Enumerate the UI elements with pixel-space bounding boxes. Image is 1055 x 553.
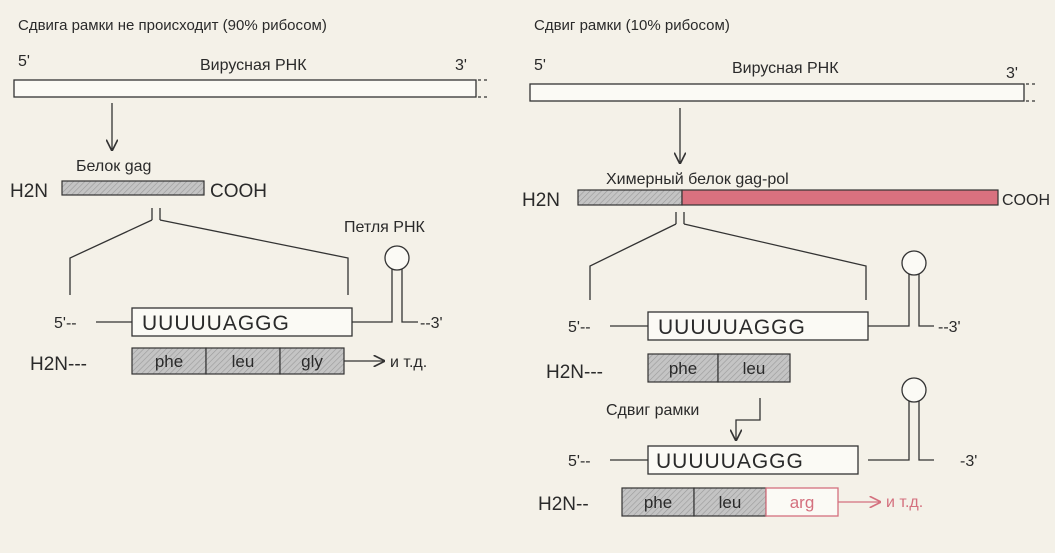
right-sequence2: UUUUUAGGG <box>656 450 804 473</box>
right-rna-loop-2 <box>868 377 934 461</box>
left-title: Сдвига рамки не происходит (90% рибосом) <box>18 17 327 34</box>
right-shifted-aa-label: arg <box>790 493 815 512</box>
frameshift-label: Сдвиг рамки <box>606 402 699 419</box>
right-aa2-box <box>621 487 695 517</box>
left-aa-label: leu <box>232 352 255 371</box>
left-viral-rna-bar <box>13 79 477 98</box>
right-rna-3prime: 3' <box>1006 65 1018 82</box>
right-pep-h2n: H2N--- <box>546 362 603 383</box>
left-sequence: UUUUUAGGG <box>142 312 290 335</box>
right-seq-3prime: --3' <box>938 319 961 336</box>
right-pol-segment <box>681 189 999 206</box>
frameshift-arrow <box>736 398 761 440</box>
right-title: Сдвиг рамки (10% рибосом) <box>534 17 730 34</box>
right-viral-rna-bar <box>529 83 1025 102</box>
left-aa-box <box>205 347 281 375</box>
right-protein-label: Химерный белок gag-pol <box>606 171 789 188</box>
left-rna-3prime: 3' <box>455 57 467 74</box>
right-seq-5prime: 5'-- <box>568 319 591 336</box>
left-rna-loop <box>352 245 418 323</box>
left-rna-label: Вирусная РНК <box>200 57 307 74</box>
left-cooh: COOH <box>210 181 267 202</box>
left-aa-box <box>279 347 345 375</box>
right-zoom-lines <box>589 223 867 300</box>
left-rna-continuation <box>478 79 490 98</box>
left-zoom-lines <box>69 219 349 295</box>
left-seq-5prime: 5'-- <box>54 315 77 332</box>
left-loop-label: Петля РНК <box>344 219 426 236</box>
right-seq2-3prime: -3' <box>960 453 977 470</box>
left-sequence-box <box>131 307 353 337</box>
right-etc: и т.д. <box>886 494 923 511</box>
right-sequence2-box <box>647 445 859 475</box>
right-aa2-box <box>693 487 767 517</box>
right-aa-box <box>717 353 791 383</box>
left-gag-protein-bar <box>61 180 205 196</box>
right-rna-label: Вирусная РНК <box>732 60 839 77</box>
right-gag-segment <box>577 189 683 206</box>
right-shifted-aa-box <box>765 487 839 517</box>
right-peptide-2: phe leu arg <box>621 487 839 517</box>
right-sequence-box <box>647 311 869 341</box>
right-aa2-label: leu <box>719 493 742 512</box>
left-seq-3prime: --3' <box>420 315 443 332</box>
left-protein-label: Белок gag <box>76 158 151 175</box>
left-aa-label: phe <box>155 352 183 371</box>
left-etc: и т.д. <box>390 354 427 371</box>
right-pep2-h2n: H2N-- <box>538 494 589 515</box>
right-peptide: phe leu <box>647 353 791 383</box>
right-cooh: COOH <box>1002 192 1050 209</box>
right-sequence: UUUUUAGGG <box>658 316 806 339</box>
left-h2n: H2N <box>10 181 48 202</box>
right-seq2-5prime: 5'-- <box>568 453 591 470</box>
left-rna-5prime: 5' <box>18 53 30 70</box>
left-panel: Сдвига рамки не происходит (90% рибосом)… <box>10 17 490 375</box>
left-peptide: phe leu gly <box>131 347 345 375</box>
right-h2n: H2N <box>522 190 560 211</box>
left-aa-label: gly <box>301 352 323 371</box>
right-aa-label: leu <box>743 359 766 378</box>
right-rna-5prime: 5' <box>534 57 546 74</box>
left-pep-h2n: H2N--- <box>30 354 87 375</box>
right-aa-label: phe <box>669 359 697 378</box>
right-zoom-tick <box>675 212 685 224</box>
right-rna-loop-1 <box>868 250 934 327</box>
right-panel: Сдвиг рамки (10% рибосом) 5' Вирусная РН… <box>522 17 1050 517</box>
left-zoom-tick <box>151 208 161 220</box>
right-aa2-label: phe <box>644 493 672 512</box>
right-rna-continuation <box>1026 83 1038 102</box>
